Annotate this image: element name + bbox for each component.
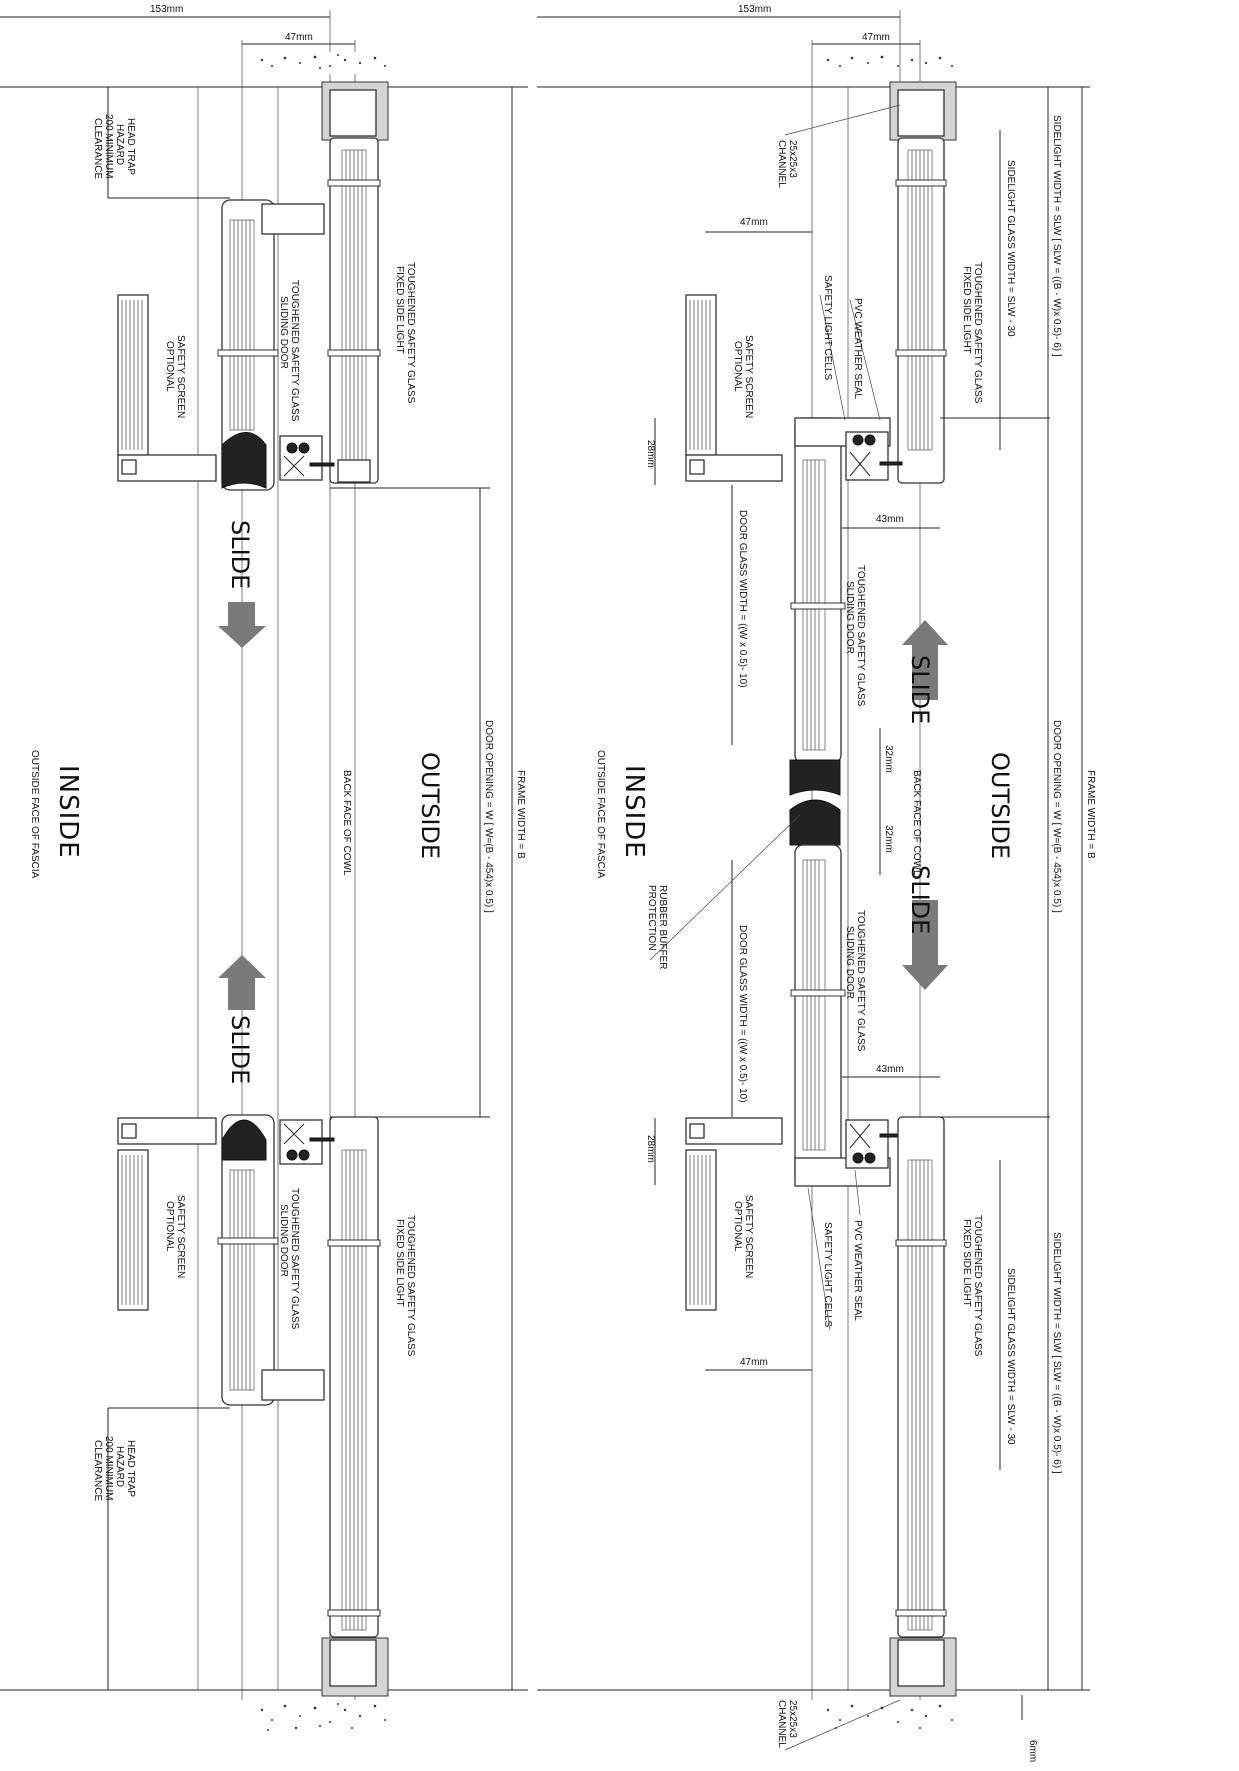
left-panel: 153mm 47mm: [0, 4, 528, 1731]
sidelight-glass-width-label-top: SIDELIGHT GLASS WIDTH = SLW - 30: [1005, 160, 1016, 337]
concrete-hatch-top-right: [826, 55, 953, 67]
outside-face-label-left: OUTSIDE FACE OF FASCIA: [29, 750, 40, 879]
safety-screen-label-top-left: SAFETY SCREEN OPTIONAL: [164, 335, 186, 421]
dim-43-right-top: 43mm: [876, 514, 904, 525]
dim-47-right-top: 47mm: [862, 32, 890, 43]
dim-153-left: 153mm: [150, 4, 183, 15]
dim-153-right: 153mm: [738, 4, 771, 15]
pvc-weather-seal-label-top: PVC WEATHER SEAL: [852, 298, 863, 399]
dim-6-right: 6mm: [1027, 1740, 1038, 1762]
back-face-label-left: BACK FACE OF COWL: [341, 770, 352, 876]
slide-label-top-right: SLIDE: [906, 655, 934, 724]
safety-light-cells-label-top: SAFETY LIGHT CELLS: [822, 275, 833, 381]
door-opening-label-left: DOOR OPENING = W [ W=(B - 454)x 0.5) ]: [483, 720, 494, 913]
rubber-buffer-label: RUBBER BUFFER PROTECTION: [646, 885, 668, 972]
toughened-sliding-label-top-right: TOUGHENED SAFETY GLASS SLIDING DOOR: [844, 565, 866, 709]
safety-screen-label-bottom-right: SAFETY SCREEN OPTIONAL: [732, 1195, 754, 1281]
sidelight-width-label-bottom: SIDELIGHT WIDTH = SLW [ SLW = ((B - W)x …: [1051, 1232, 1062, 1474]
sidelight-glass-width-label-bottom: SIDELIGHT GLASS WIDTH = SLW - 30: [1005, 1268, 1016, 1445]
dim-47-left: 47mm: [285, 32, 313, 43]
frame-width-label-right: FRAME WIDTH = B: [1085, 770, 1096, 859]
dim-47-right-upper: 47mm: [740, 217, 768, 228]
concrete-hatch-top-left: [260, 54, 386, 69]
concrete-hatch-bottom-left: [260, 1703, 386, 1731]
head-trap-label-top-left: HEAD TRAP HAZARD 200 MINIMUM CLEARANCE: [92, 114, 136, 181]
channel-label-top-right: 25x25x3 CHANNEL: [776, 140, 798, 188]
slide-label-top-left: SLIDE: [226, 520, 254, 589]
inside-label-right: INSIDE: [619, 765, 649, 859]
channel-label-bottom-right: 25x25x3 CHANNEL: [776, 1700, 798, 1748]
inside-label-left: INSIDE: [53, 765, 83, 859]
toughened-fixed-label-bottom-left: TOUGHENED SAFETY GLASS FIXED SIDE LIGHT: [394, 1215, 416, 1359]
sidelight-width-label-top: SIDELIGHT WIDTH = SLW [ SLW = ((B - W)x …: [1051, 115, 1062, 357]
right-panel: 153mm 47mm: [537, 4, 1096, 1762]
dim-32-right-bottom: 32mm: [883, 825, 894, 853]
outside-label-left: OUTSIDE: [416, 752, 444, 859]
toughened-sliding-label-bottom-left: TOUGHENED SAFETY GLASS SLIDING DOOR: [278, 1188, 300, 1332]
dim-32-right-top: 32mm: [883, 745, 894, 773]
dim-43-right-bottom: 43mm: [876, 1064, 904, 1075]
back-face-label-right: BACK FACE OF COWL: [911, 770, 922, 876]
toughened-sliding-label-top-left: TOUGHENED SAFETY GLASS SLIDING DOOR: [278, 280, 300, 424]
toughened-fixed-label-top-right: TOUGHENED SAFETY GLASS FIXED SIDE LIGHT: [961, 262, 983, 406]
pvc-weather-seal-label-bottom: PVC WEATHER SEAL: [852, 1220, 863, 1321]
toughened-sliding-label-bottom-right: TOUGHENED SAFETY GLASS SLIDING DOOR: [844, 910, 866, 1054]
head-trap-label-bottom-left: HEAD TRAP HAZARD 200 MINIMUM CLEARANCE: [92, 1436, 136, 1503]
safety-screen-label-bottom-left: SAFETY SCREEN OPTIONAL: [164, 1195, 186, 1281]
concrete-hatch-bottom-right: [826, 1704, 953, 1729]
door-glass-width-label-top: DOOR GLASS WIDTH = ((W x 0.5)- 10): [737, 510, 748, 688]
toughened-fixed-label-top-left: TOUGHENED SAFETY GLASS FIXED SIDE LIGHT: [394, 262, 416, 406]
safety-screen-label-top-right: SAFETY SCREEN OPTIONAL: [732, 335, 754, 421]
outside-face-label-right: OUTSIDE FACE OF FASCIA: [595, 750, 606, 879]
door-opening-label-right: DOOR OPENING = W [ W=(B - 454)x 0.5) ]: [1051, 720, 1062, 913]
outside-label-right: OUTSIDE: [986, 752, 1014, 859]
dim-28-right-bottom: 28mm: [645, 1135, 656, 1163]
dim-47-right-lower: 47mm: [740, 1357, 768, 1368]
toughened-fixed-label-bottom-right: TOUGHENED SAFETY GLASS FIXED SIDE LIGHT: [961, 1215, 983, 1359]
dim-28-right-top: 28mm: [645, 440, 656, 468]
safety-light-cells-label-bottom: SAFETY LIGHT CELLS: [822, 1222, 833, 1328]
slide-label-bottom-right: SLIDE: [906, 865, 934, 934]
frame-width-label-left: FRAME WIDTH = B: [515, 770, 526, 859]
slide-label-bottom-left: SLIDE: [226, 1015, 254, 1084]
door-glass-width-label-bottom: DOOR GLASS WIDTH = ((W x 0.5)- 10): [737, 925, 748, 1103]
